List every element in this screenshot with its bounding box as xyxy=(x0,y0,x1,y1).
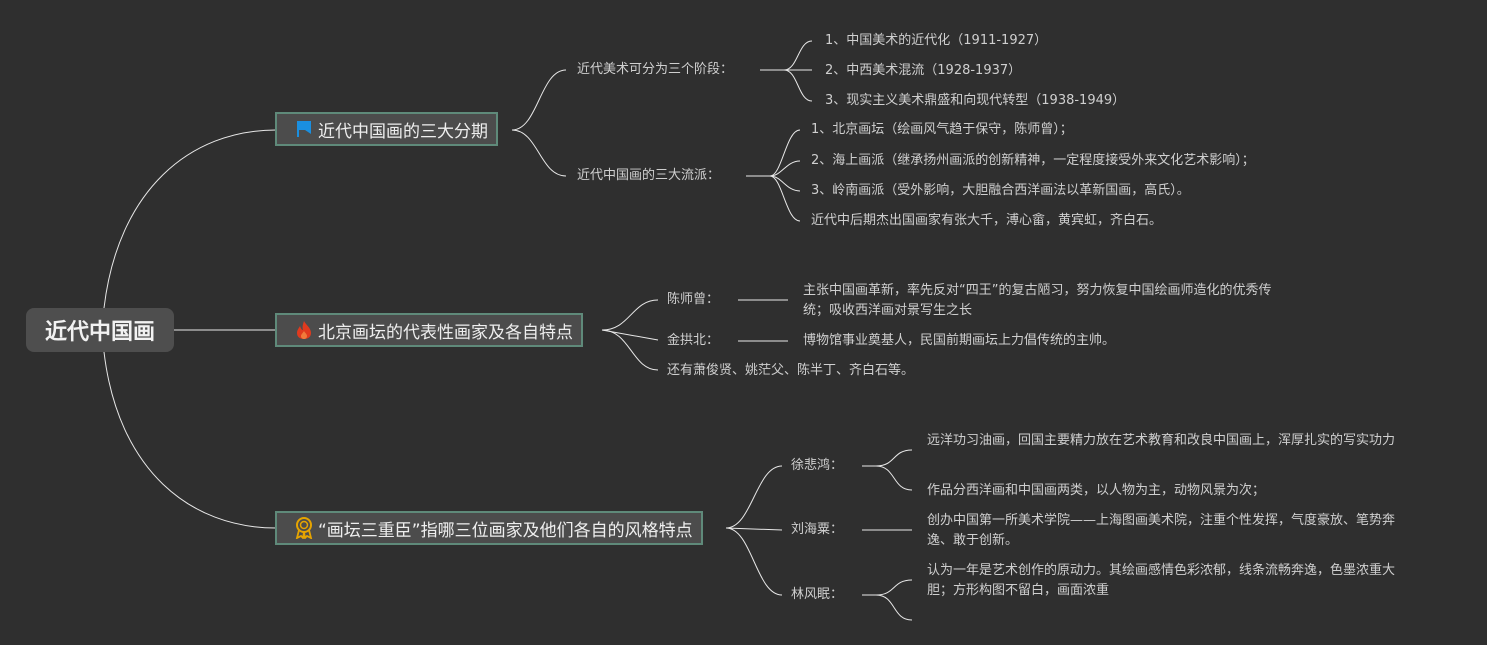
connector-b3-c1-i1 xyxy=(875,449,913,467)
connector-b1-c1-i1 xyxy=(783,40,813,71)
subtopic-xu-beihong[interactable]: 徐悲鸿： xyxy=(791,458,844,473)
list-item[interactable]: 1、北京画坛（绘画风气趋于保守，陈师曾）； xyxy=(811,122,1073,137)
list-item[interactable]: 2、海上画派（继承扬州画派的创新精神，一定程度接受外来文化艺术影响）； xyxy=(811,153,1255,168)
list-item[interactable]: 博物馆事业奠基人，民国前期画坛上力倡传统的主帅。 xyxy=(803,333,1116,348)
connector-root-branch3 xyxy=(103,351,277,529)
connector-b3-c2 xyxy=(725,527,783,531)
list-item[interactable]: 主张中国画革新，率先反对“四王”的复古陋习，努力恢复中国绘画师造化的优秀传统；吸… xyxy=(803,283,1272,318)
list-item[interactable]: 认为一年是艺术创作的原动力。其绘画感情色彩浓郁，线条流畅奔逸，色墨浓重大胆；方形… xyxy=(927,563,1396,598)
connector-root-branch1 xyxy=(103,129,277,309)
connector-b1-c1 xyxy=(511,69,567,131)
connector-b3-c1-i2 xyxy=(875,465,913,491)
list-item[interactable]: 远洋功习油画，回国主要精力放在艺术教育和改良中国画上，浑厚扎实的写实功力 xyxy=(927,433,1396,448)
award-ribbon-icon xyxy=(293,517,315,539)
subtopic-chen-shizeng[interactable]: 陈师曾： xyxy=(667,292,720,307)
root-topic[interactable]: 近代中国画 xyxy=(26,308,174,352)
subtopic-liu-haisu[interactable]: 刘海粟： xyxy=(791,522,844,537)
list-item[interactable]: 作品分西洋画和中国画两类，以人物为主，动物风景为次； xyxy=(927,483,1266,498)
connector-b3-c3 xyxy=(725,527,783,596)
subtopic-lin-fengmian[interactable]: 林风眠： xyxy=(791,587,844,602)
list-item[interactable]: 近代中后期杰出国画家有张大千，溥心畲，黄宾虹，齐白石。 xyxy=(811,213,1163,228)
connector-b1-c1-i3 xyxy=(783,69,813,102)
branch-beijing-painters[interactable]: 北京画坛的代表性画家及各自特点 xyxy=(275,313,583,347)
connector-b2-c1 xyxy=(601,299,659,331)
branch-label: 北京画坛的代表性画家及各自特点 xyxy=(318,322,573,343)
blue-flag-icon xyxy=(293,118,315,140)
red-fire-icon xyxy=(293,319,315,341)
branch-three-ministers[interactable]: “画坛三重臣”指哪三位画家及他们各自的风格特点 xyxy=(275,511,703,545)
list-item[interactable]: 3、现实主义美术鼎盛和向现代转型（1938-1949） xyxy=(825,93,1126,108)
subtopic-others[interactable]: 还有萧俊贤、姚茫父、陈半丁、齐白石等。 xyxy=(667,363,915,378)
connector-b3-c3-i2 xyxy=(875,594,913,621)
root-topic-label: 近代中国画 xyxy=(44,320,155,345)
subtopic-jin-gongbei[interactable]: 金拱北： xyxy=(667,333,720,348)
list-item[interactable]: 2、中西美术混流（1928-1937） xyxy=(825,63,1022,78)
connector-b1-c2-i4 xyxy=(769,175,801,222)
connector-b1-c2-i1 xyxy=(769,129,801,177)
subtopic-schools[interactable]: 近代中国画的三大流派： xyxy=(577,168,721,183)
connector-b2-c3 xyxy=(601,329,659,371)
list-item[interactable]: 创办中国第一所美术学院——上海图画美术院，注重个性发挥，气度豪放、笔势奔逸、敢于… xyxy=(927,513,1396,548)
subtopic-stages[interactable]: 近代美术可分为三个阶段： xyxy=(577,62,734,77)
list-item[interactable]: 3、岭南画派（受外影响，大胆融合西洋画法以革新国画，高氏）。 xyxy=(811,183,1190,198)
connector-b1-c2-i2 xyxy=(769,160,801,177)
branch-label: “画坛三重臣”指哪三位画家及他们各自的风格特点 xyxy=(318,520,693,541)
connector-b3-c3-i1 xyxy=(875,579,913,596)
connector-b1-c2 xyxy=(511,129,567,177)
list-item[interactable]: 1、中国美术的近代化（1911-1927） xyxy=(825,33,1048,48)
branch-label: 近代中国画的三大分期 xyxy=(318,121,488,142)
branch-three-periods[interactable]: 近代中国画的三大分期 xyxy=(275,112,498,146)
connector-b3-c1 xyxy=(725,465,783,529)
